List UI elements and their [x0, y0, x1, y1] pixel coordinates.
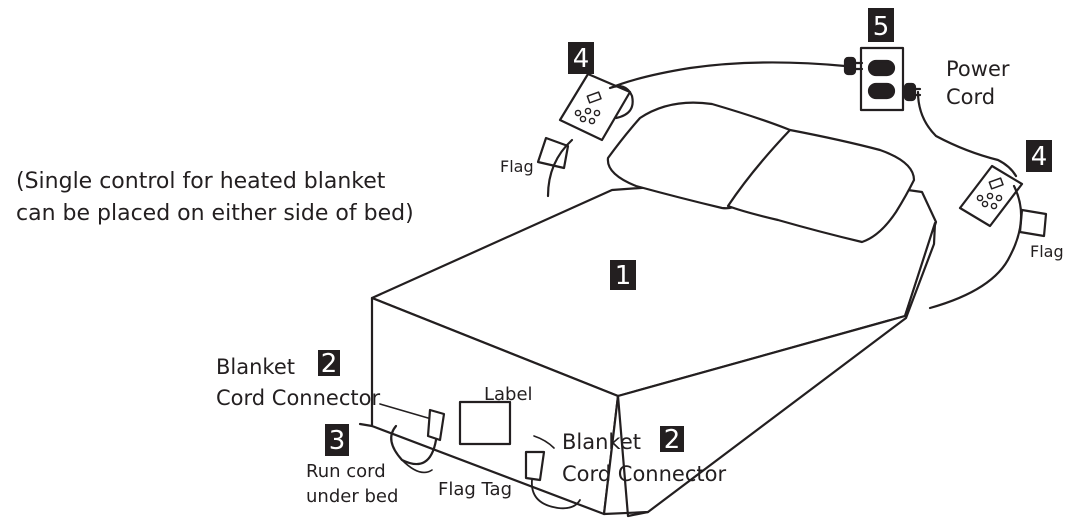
- badge-2-right: 2: [660, 425, 684, 455]
- badge-2-left: 2: [318, 349, 340, 379]
- wall-outlet: [843, 46, 922, 112]
- flag-left-label: Flag: [500, 157, 534, 176]
- flag-right-shape: [1018, 208, 1048, 238]
- power-cord-label-line-1: Power: [946, 57, 1010, 81]
- run-cord-line-1: Run cord: [306, 461, 386, 482]
- badge-4-left-text: 4: [573, 44, 590, 74]
- badge-5: 5: [868, 8, 894, 42]
- badge-4-left: 4: [568, 42, 594, 74]
- blanket-connector-right-line-2: Cord Connector: [562, 462, 726, 486]
- badge-1-text: 1: [615, 261, 632, 291]
- label-box: [458, 400, 512, 446]
- connector-left-shape: [426, 408, 446, 442]
- badge-1: 1: [610, 260, 636, 291]
- power-cord-label-line-2: Cord: [946, 85, 995, 109]
- badge-3-text: 3: [329, 426, 346, 456]
- badge-5-text: 5: [873, 12, 890, 42]
- bed-right-skirt: [602, 221, 937, 516]
- control-cord-left: [546, 138, 574, 198]
- flag-right-label: Flag: [1030, 242, 1064, 261]
- run-cord-line-2: under bed: [306, 486, 398, 507]
- blanket-connector-left-line-1: Blanket: [216, 355, 295, 379]
- badge-4-right-text: 4: [1031, 142, 1048, 172]
- control-unit-right: [958, 164, 1024, 228]
- badge-4-right: 4: [1026, 140, 1052, 172]
- blanket-connector-right-line-1: Blanket: [562, 430, 641, 454]
- badge-3: 3: [325, 424, 349, 456]
- badge-2-left-text: 2: [321, 349, 338, 379]
- control-cord-right: [928, 184, 1023, 310]
- note-line-2: can be placed on either side of bed): [16, 201, 414, 226]
- skirt-corner-fold: [616, 394, 650, 518]
- connector-right-shape: [524, 450, 546, 482]
- skirt-bottom: [358, 422, 374, 428]
- flag-tag-label: Flag Tag: [438, 479, 512, 500]
- power-cord-right: [916, 90, 1018, 178]
- flag-left-shape: [536, 136, 570, 170]
- note-line-1: (Single control for heated blanket: [16, 169, 386, 194]
- pillow-right: [726, 128, 916, 244]
- blanket-connector-left-line-2: Cord Connector: [216, 386, 380, 410]
- badge-2-right-text: 2: [664, 425, 681, 455]
- label-box-text: Label: [484, 384, 533, 405]
- power-cord-left: [608, 61, 847, 120]
